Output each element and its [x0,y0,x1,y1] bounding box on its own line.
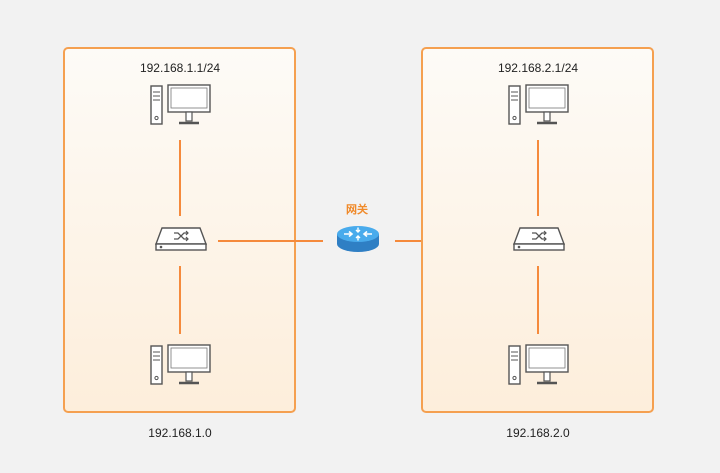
gateway-label: 网关 [346,204,368,216]
switch-icon [154,227,208,251]
right-switch-host-link [537,266,539,334]
right-host-switch-link [537,140,539,216]
desktop-computer-icon [508,344,569,385]
left-network-address-label: 192.168.1.0 [148,426,212,440]
left-host-address-label: 192.168.1.1/24 [139,61,221,75]
switch-icon [512,227,566,251]
right-host-address-label: 192.168.2.1/24 [497,61,579,75]
left-switch-host-link [179,266,181,334]
left-switch-gateway-link [218,240,323,242]
right-network-address-label: 192.168.2.0 [506,426,570,440]
desktop-computer-icon [150,84,211,125]
desktop-computer-icon [508,84,569,125]
router-icon [337,226,379,252]
desktop-computer-icon [150,344,211,385]
left-host-switch-link [179,140,181,216]
